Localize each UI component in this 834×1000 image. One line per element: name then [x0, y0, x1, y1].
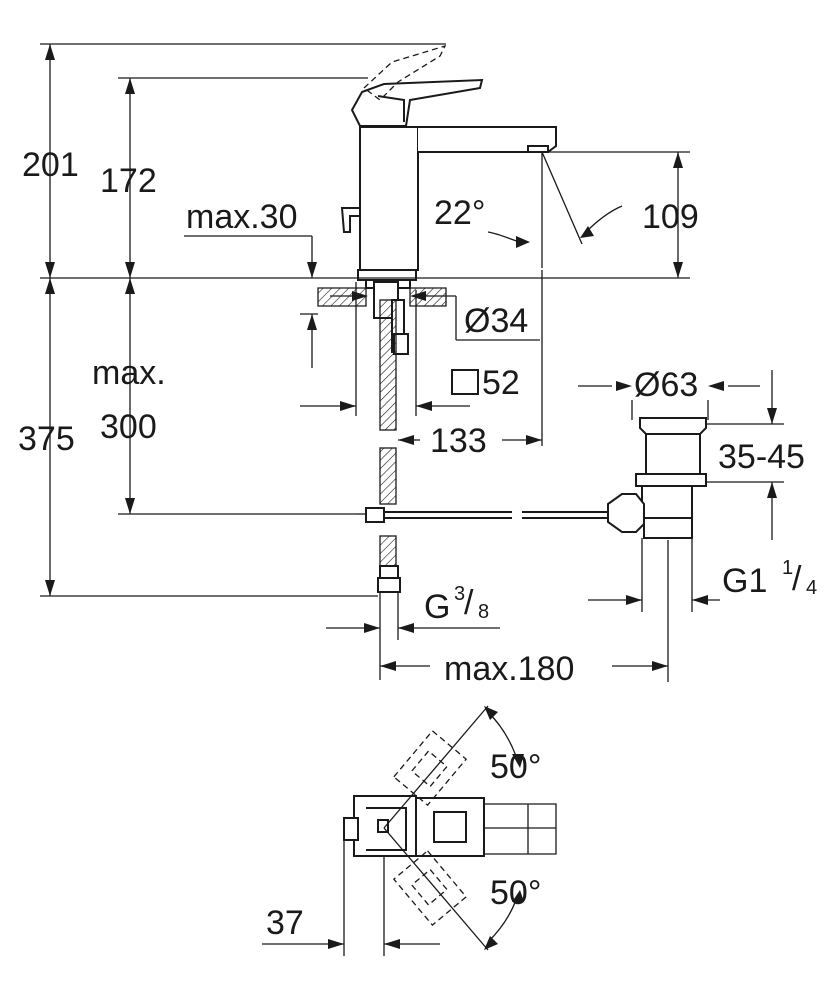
label-lever-angle-bottom: 50°	[490, 874, 541, 912]
label-hose-thread: G	[424, 588, 450, 626]
label-waste-diameter: Ø63	[634, 366, 698, 404]
label-waste-thread-den: 4	[806, 577, 817, 599]
deck-right	[409, 287, 447, 307]
label-hose-thread-num: 3	[454, 583, 465, 605]
spout	[418, 126, 557, 153]
waste-lower	[641, 485, 693, 519]
label-waste-depth: 35-45	[718, 438, 805, 476]
hose-connector-nut	[377, 577, 401, 593]
waste-pivot-nut	[607, 493, 645, 533]
dimension-lines	[40, 43, 784, 682]
waste-plug	[639, 417, 707, 435]
lever-open-outline	[362, 44, 447, 101]
label-spout-height: 172	[100, 162, 157, 200]
label-waste-spacing: 133	[430, 422, 487, 460]
label-hose-max: max.	[92, 354, 166, 392]
label-spout-angle: 22°	[434, 194, 485, 232]
label-deck-thickness: max.30	[186, 198, 298, 236]
popup-rod-knob	[340, 207, 361, 233]
label-hose-thread-den: 8	[478, 601, 489, 623]
lever-detail	[377, 95, 405, 122]
label-hole-diameter: Ø34	[464, 302, 528, 340]
hose-connector-collar	[379, 565, 399, 579]
label-total-height: 201	[22, 146, 79, 184]
top-slot	[377, 819, 389, 833]
label-rod-length: max.180	[444, 650, 574, 688]
label-hose-length: 300	[100, 408, 157, 446]
label-waste-thread-num: 1	[782, 557, 793, 579]
label-lever-offset: 37	[266, 904, 304, 942]
waste-body	[645, 433, 701, 475]
label-spout-clearance: 109	[642, 198, 699, 236]
faucet-body	[359, 126, 419, 271]
angle-line-bottom	[383, 827, 489, 951]
svg-text:/: /	[464, 584, 474, 622]
labels: 201 172 max.30 22° 109 Ø34 52 Ø63 133 35…	[18, 146, 817, 942]
lever-dashed-bottom	[392, 849, 468, 927]
svg-text:/: /	[792, 560, 802, 598]
label-below-deck: 375	[18, 420, 75, 458]
label-lever-angle-top: 50°	[490, 748, 541, 786]
top-spout	[484, 803, 557, 855]
angle-line-top	[383, 705, 489, 829]
lever	[350, 78, 484, 127]
top-rod-knob	[343, 817, 359, 841]
square-symbol	[451, 369, 479, 395]
label-waste-thread: G1	[722, 562, 767, 600]
waste-tail	[643, 517, 693, 539]
top-square	[433, 811, 467, 843]
lever-dashed-top	[392, 729, 468, 807]
supply-hose-upper	[379, 299, 397, 431]
faucet-side-view	[317, 44, 707, 593]
rod-clamp	[365, 507, 385, 523]
waste-flange	[635, 473, 707, 487]
faucet-top-view	[262, 705, 557, 956]
supply-hose-middle	[379, 447, 397, 505]
top-lever-inner	[366, 807, 407, 851]
label-square-base: 52	[482, 364, 520, 402]
